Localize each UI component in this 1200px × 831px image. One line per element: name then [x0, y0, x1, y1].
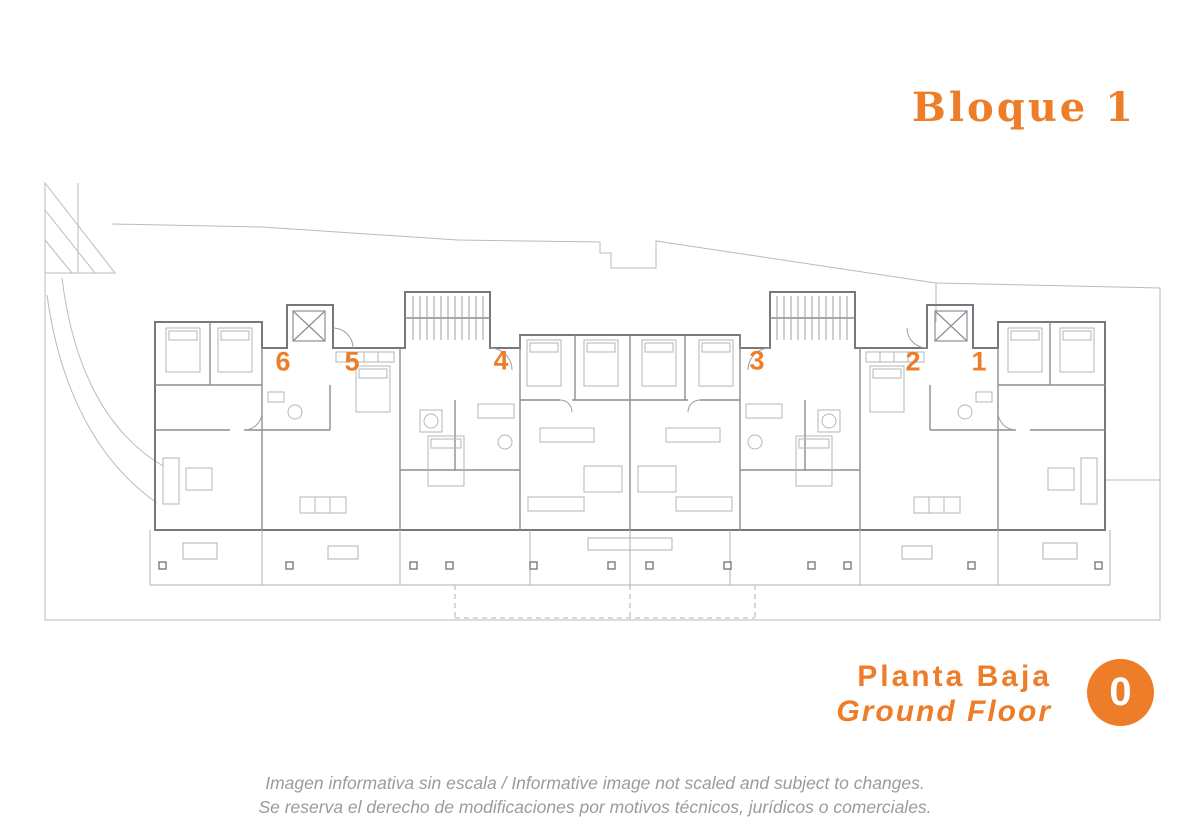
furniture — [162, 327, 1098, 514]
unit-label-1: 1 — [971, 346, 987, 377]
disclaimer-line-1: Imagen informativa sin escala / Informat… — [265, 773, 925, 793]
disclaimer: Imagen informativa sin escala / Informat… — [0, 771, 1190, 819]
terrace — [149, 530, 1111, 619]
unit-label-3: 3 — [749, 345, 765, 376]
unit-label-2: 2 — [905, 346, 921, 377]
unit-label-6: 6 — [275, 346, 291, 377]
elevator-cores — [292, 310, 968, 342]
block-title: Bloque 1 — [912, 84, 1136, 131]
stair-treads — [412, 296, 848, 340]
floor-level-badge: 0 — [1087, 659, 1154, 726]
unit-label-5: 5 — [344, 346, 360, 377]
door-swings — [243, 327, 1017, 431]
floor-name-es: Planta Baja — [857, 660, 1052, 693]
floor-name-en: Ground Floor — [836, 695, 1052, 728]
terrace-posts — [158, 561, 1103, 570]
floor-name-block: Planta Baja Ground Floor — [836, 660, 1052, 730]
site-boundary — [44, 181, 1161, 621]
interior-walls — [155, 317, 1105, 530]
unit-label-4: 4 — [493, 345, 509, 376]
disclaimer-line-2: Se reserva el derecho de modificaciones … — [258, 797, 932, 817]
